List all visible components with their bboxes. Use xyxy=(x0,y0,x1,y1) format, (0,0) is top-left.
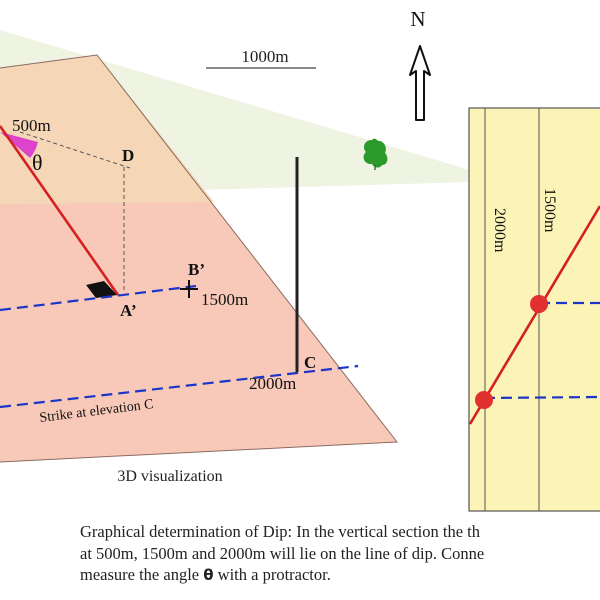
label-point-a-prime: A’ xyxy=(120,301,137,320)
scale-bar-label: 1000m xyxy=(241,47,288,66)
caption-line-2: at 500m, 1500m and 2000m will lie on the… xyxy=(80,543,485,563)
label-theta: θ xyxy=(32,150,43,175)
label-point-b-prime: B’ xyxy=(188,260,205,279)
label-500m: 500m xyxy=(12,116,51,135)
section-label-2000m: 2000m xyxy=(491,208,508,253)
section-label-1500m: 1500m xyxy=(541,188,558,233)
diagram-caption: 3D visualization xyxy=(117,468,222,485)
label-point-d: D xyxy=(122,146,134,165)
strike-line-2000 xyxy=(0,364,359,409)
label-1500m: 1500m xyxy=(201,290,248,309)
label-2000m: 2000m xyxy=(249,374,296,393)
figure-caption: Graphical determination of Dip: In the v… xyxy=(80,521,600,587)
north-arrow-icon xyxy=(409,45,431,121)
caption-line-3: measure the angle θ with a protractor. xyxy=(80,564,600,587)
section-strike-2000 xyxy=(483,395,600,400)
section-dip-line xyxy=(468,205,600,425)
caption-theta: θ xyxy=(203,566,214,584)
caption-line-1: Graphical determination of Dip: In the v… xyxy=(80,522,480,541)
caption-line-3-pre: measure the angle xyxy=(80,565,204,584)
dip-line xyxy=(0,125,120,296)
inclined-plane-upper xyxy=(0,55,214,204)
tree-icon xyxy=(363,138,388,168)
label-point-c: C xyxy=(304,353,316,372)
construction-line-horizontal xyxy=(19,131,131,169)
section-point-2000 xyxy=(475,391,493,409)
plane-edge xyxy=(0,54,398,463)
sight-plane xyxy=(0,30,470,190)
section-point-1500 xyxy=(530,295,548,313)
north-label: N xyxy=(410,7,425,31)
caption-line-3-post: with a protractor. xyxy=(213,565,331,584)
point-a-marker xyxy=(86,281,117,298)
